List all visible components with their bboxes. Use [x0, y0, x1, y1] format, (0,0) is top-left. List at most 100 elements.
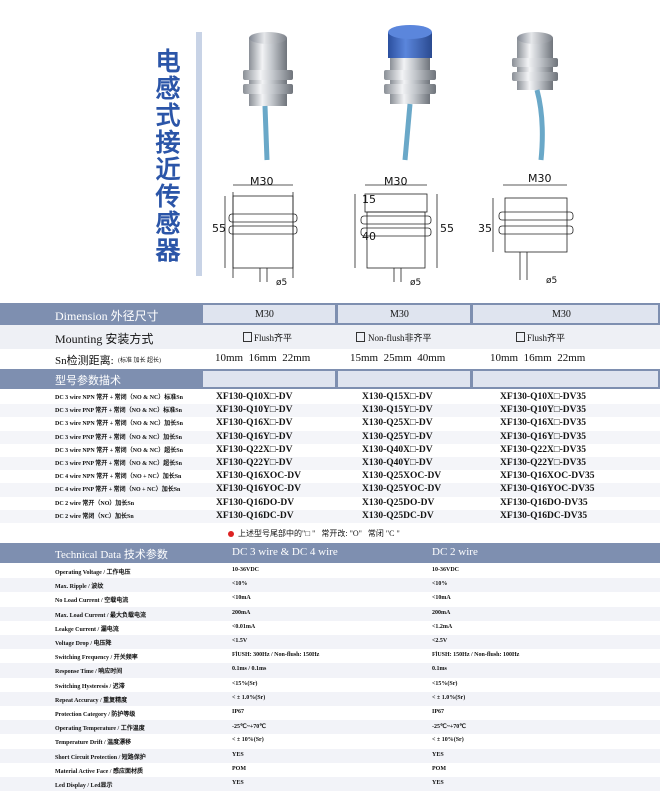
mounting-row	[0, 325, 660, 349]
model-cell-c3: XF130-Q22X□-DV35	[500, 444, 586, 455]
model-cell-c1: XF130-Q16X□-DV	[216, 418, 293, 429]
model-cell-c2: X130-Q25Y□-DV	[362, 431, 433, 442]
tech-cell-v2: YES	[432, 751, 444, 758]
tech-cell-label: Max. Ripple / 波纹	[55, 584, 104, 591]
model-row: DC 3 wire NPN 常开 + 常闭（NO & NC）超长Sn XF130-…	[0, 444, 660, 457]
tech-row: Voltage Drop / 电压降<1.5V<2.5V	[0, 635, 660, 650]
drawing-short	[492, 184, 574, 280]
tech-row: Material Active Face / 感应面材质 POM POM	[0, 763, 660, 777]
mounting-col3: Flush齐平	[527, 333, 566, 343]
tech-cell-label: Led Display / Led显示	[55, 783, 113, 789]
tech-cell-v1: 0.1ms / 0.1ms	[232, 666, 267, 673]
model-cell-c2: X130-Q25X□-DV	[362, 418, 433, 429]
nonflush-icon	[356, 332, 365, 342]
mounting-label: Mounting 安装方式	[55, 332, 154, 346]
flush-icon	[516, 332, 525, 342]
page-title: 电 感 式 接 近 传 感 器	[155, 47, 181, 265]
drawing3-cable-label: ø5	[546, 276, 558, 286]
note-bullet-icon	[228, 531, 234, 537]
model-cell-desc: DC 2 wire 常开（NO）加长Sn	[55, 500, 135, 507]
drawing2-length-label: 55	[440, 222, 454, 235]
model-row: DC 3 wire PNP 常开 + 常闭（NO & NC）超长Sn XF130-…	[0, 457, 660, 471]
model-note: 上述型号尾部中的"□ " 常开改: "O" 常闭 "C "	[238, 529, 400, 538]
dimension-col1: M30	[255, 309, 274, 320]
tech-header-label: Technical Data 技术参数	[55, 549, 168, 561]
mounting-col2: Non-flush非齐平	[368, 333, 432, 343]
title-divider	[196, 32, 202, 276]
tech-cell-v2: 0.1ms	[432, 666, 447, 673]
sensor-photo-short	[512, 32, 558, 161]
sn-col3: 10mm 16mm 22mm	[490, 352, 586, 364]
tech-row: Max. Load Current / 最大负载电流 200mA 200mA	[0, 606, 660, 621]
model-cell-c1: XF130-Q22X□-DV	[216, 444, 293, 455]
tech-cell-v1: YES	[232, 780, 244, 786]
tech-cell-v1: < ± 1.0%(Sr)	[232, 694, 266, 701]
tech-row: Leakge Current / 漏电流<0.01mA<1.2mA	[0, 621, 660, 635]
tech-row: Max. Ripple / 波纹<10%<10%	[0, 578, 660, 593]
sensor-photo-nonflush	[384, 25, 436, 161]
drawing2-head-label: 15	[362, 193, 376, 206]
tech-cell-label: Response Time / 响应时间	[55, 669, 123, 676]
tech-cell-v2: -25℃~+70℃	[432, 724, 467, 731]
product-photos	[243, 25, 558, 161]
model-cell-c3: XF130-Q16XOC-DV35	[500, 471, 595, 482]
sn-col2: 15mm 25mm 40mm	[350, 352, 446, 364]
tech-header-col2: DC 2 wire	[432, 546, 478, 558]
model-cell-c3: XF130-Q16DO-DV35	[500, 497, 588, 508]
model-cell-c1: XF130-Q10Y□-DV	[216, 405, 293, 416]
model-cell-c2: X130-Q15Y□-DV	[362, 405, 433, 416]
tech-cell-v2: POM	[432, 765, 446, 772]
model-cell-desc: DC 4 wire PNP 常开 + 常闭（NO + NC）加长Sn	[55, 487, 181, 494]
tech-cell-v1: 200mA	[232, 609, 251, 616]
tech-cell-v2: FlUSH: 150Hz / Non-flush: 100Hz	[432, 652, 520, 659]
model-cell-c1: XF130-Q10X□-DV	[216, 392, 293, 402]
drawing3-thread-label: M30	[528, 172, 552, 185]
tech-cell-v2: 200mA	[432, 609, 451, 616]
tech-row: Switching Hysteresis / 迟滞<15%(Sr)<15%(Sr…	[0, 678, 660, 692]
tech-cell-v2: IP67	[432, 709, 444, 715]
drawing1-cable-label: ø5	[276, 278, 288, 288]
model-cell-desc: DC 2 wire 常闭（NC）加长Sn	[55, 513, 134, 520]
tech-cell-v2: < ± 10%(Sr)	[432, 737, 464, 744]
dimension-drawings	[224, 184, 574, 282]
drawing2-thread-label: M30	[384, 175, 408, 188]
tech-cell-label: Switching Hysteresis / 迟滞	[55, 683, 125, 690]
model-cell-c3: XF130-Q16X□-DV35	[500, 418, 586, 429]
tech-cell-v2: < ± 1.0%(Sr)	[432, 694, 466, 701]
model-cell-c1: XF130-Q16XOC-DV	[216, 471, 301, 482]
model-cell-c1: XF130-Q16YOC-DV	[216, 484, 301, 495]
tech-cell-v1: <0.01mA	[232, 623, 256, 630]
model-cell-c2: X130-Q25DO-DV	[362, 497, 435, 508]
tech-cell-v1: POM	[232, 765, 246, 772]
tech-cell-v1: -25℃~+70℃	[232, 724, 267, 731]
model-cell-c2: X130-Q25YOC-DV	[362, 484, 442, 495]
tech-cell-v1: YES	[232, 751, 244, 758]
tech-cell-label: Material Active Face / 感应面材质	[55, 768, 143, 775]
tech-cell-v1: <15%(Sr)	[232, 680, 258, 687]
model-cell-desc: DC 3 wire NPN 常开 + 常闭（NO & NC）超长Sn	[55, 447, 183, 454]
model-cell-c3: XF130-Q16DC-DV35	[500, 510, 588, 521]
sn-label-sub: (标准 加长 超长)	[118, 358, 161, 364]
model-cell-c1: XF130-Q22Y□-DV	[216, 458, 293, 468]
tech-cell-label: No Load Current / 空载电流	[55, 598, 129, 605]
drawing2-cable-label: ø5	[410, 278, 422, 288]
tech-cell-v1: FlUSH: 300Hz / Non-flush: 150Hz	[232, 652, 320, 659]
drawing3-length-label: 35	[478, 222, 492, 235]
model-cell-desc: DC 3 wire PNP 常开 + 常闭（NO & NC）超长Sn	[55, 461, 182, 467]
tech-cell-label: Max. Load Current / 最大负载电流	[55, 612, 147, 619]
model-cell-desc: DC 3 wire PNP 常开 + 常闭（NO & NC）加长Sn	[55, 434, 182, 441]
model-row: DC 4 wire PNP 常开 + 常闭（NO + NC）加长Sn XF130-…	[0, 483, 660, 497]
flush-icon	[243, 332, 252, 342]
sn-label: Sn检测距离:	[55, 355, 114, 367]
tech-cell-v2: <1.2mA	[432, 623, 453, 630]
model-cell-c1: XF130-Q16DC-DV	[216, 510, 294, 521]
model-cell-c3: XF130-Q16Y□-DV35	[500, 431, 586, 442]
model-cell-c2: X130-Q25DC-DV	[362, 510, 434, 521]
model-cell-c3: XF130-Q16YOC-DV35	[500, 484, 595, 495]
